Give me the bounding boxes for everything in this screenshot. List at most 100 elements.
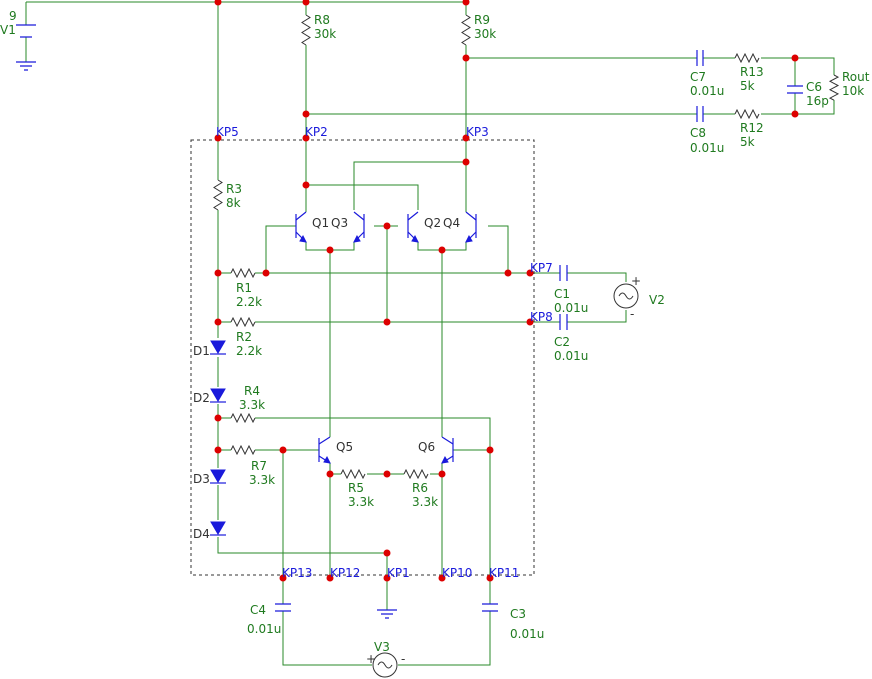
probe-kp11: KP11	[489, 566, 519, 580]
resistor-r9-symbol	[461, 14, 471, 46]
c2-name: C2	[554, 335, 570, 349]
resistor-r4-symbol	[230, 412, 256, 424]
probe-labels: KP5 KP2 KP3 KP7 KP8 KP13 KP12 KP1 KP10 K…	[216, 125, 553, 580]
capacitor-c2-symbol	[559, 314, 568, 330]
capacitor-c1-symbol	[559, 265, 568, 281]
r9-name: R9	[474, 13, 490, 27]
resistors	[213, 14, 840, 480]
q5-name: Q5	[336, 440, 353, 454]
v2-minus-sign: -	[630, 307, 634, 321]
diode-d1-symbol	[210, 340, 226, 355]
v1-value: 9	[9, 9, 17, 23]
c3-name: C3	[510, 607, 526, 621]
component-labels: 9 V1 R8 30k R9 30k C7 0.01u R13 5k C6 16…	[0, 9, 870, 666]
r1-name: R1	[236, 281, 252, 295]
probe-kp7: KP7	[530, 261, 553, 275]
transistor-q1-symbol	[295, 211, 307, 243]
c3-value: 0.01u	[510, 627, 544, 641]
resistor-r8-symbol	[301, 14, 311, 46]
r9-value: 30k	[474, 27, 496, 41]
r4-value: 3.3k	[239, 398, 265, 412]
q3-name: Q3	[331, 216, 348, 230]
probe-kp10: KP10	[442, 566, 472, 580]
r1-value: 2.2k	[236, 295, 262, 309]
transistor-q4-symbol	[465, 211, 477, 243]
resistor-r6-symbol	[403, 468, 429, 480]
c1-name: C1	[554, 287, 570, 301]
d1-name: D1	[193, 344, 210, 358]
capacitor-c7-symbol	[696, 50, 704, 66]
capacitors	[275, 50, 803, 612]
ac-source-v2-symbol	[613, 283, 639, 309]
diode-d2-symbol	[210, 388, 226, 403]
transistor-q3-symbol	[353, 211, 365, 243]
r12-value: 5k	[740, 135, 755, 149]
ac-source-v3-symbol	[372, 652, 398, 678]
r2-name: R2	[236, 330, 252, 344]
capacitor-c6-symbol	[787, 85, 803, 94]
junction-dots	[214, 0, 799, 582]
rout-name: Rout	[842, 70, 870, 84]
c6-value: 16p	[806, 94, 829, 108]
r6-name: R6	[412, 481, 428, 495]
probe-kp12: KP12	[330, 566, 360, 580]
resistor-r7-symbol	[230, 444, 256, 456]
c8-name: C8	[690, 126, 706, 140]
probe-kp1: KP1	[387, 566, 410, 580]
subcircuit-boundary	[190, 139, 535, 576]
transistor-q2-symbol	[407, 211, 419, 243]
r5-name: R5	[348, 481, 364, 495]
rout-value: 10k	[842, 84, 864, 98]
resistor-r2-symbol	[230, 316, 256, 328]
c2-value: 0.01u	[554, 349, 588, 363]
probe-kp2: KP2	[305, 125, 328, 139]
c1-value: 0.01u	[554, 301, 588, 315]
r13-value: 5k	[740, 79, 755, 93]
capacitor-c3-symbol	[482, 603, 498, 612]
resistor-rout-symbol	[828, 74, 840, 101]
c4-value: 0.01u	[247, 622, 281, 636]
c6-name: C6	[806, 80, 822, 94]
r12-name: R12	[740, 121, 764, 135]
r6-value: 3.3k	[412, 495, 438, 509]
q2-name: Q2	[424, 216, 441, 230]
resistor-r12-symbol	[734, 108, 760, 120]
ground-icon	[16, 61, 36, 71]
r8-value: 30k	[314, 27, 336, 41]
v2-plus-sign: +	[631, 274, 641, 288]
capacitor-c4-symbol	[275, 603, 291, 612]
r7-value: 3.3k	[249, 473, 275, 487]
diode-d3-symbol	[210, 469, 226, 484]
c8-value: 0.01u	[690, 141, 724, 155]
v1-name: V1	[0, 23, 16, 37]
v3-name: V3	[374, 640, 390, 654]
probe-kp5: KP5	[216, 125, 239, 139]
v3-minus-sign: -	[401, 652, 405, 666]
r3-name: R3	[226, 182, 242, 196]
q1-name: Q1	[312, 216, 329, 230]
resistor-r1-symbol	[230, 267, 256, 279]
transistor-q5-symbol	[318, 436, 331, 464]
r7-name: R7	[251, 459, 267, 473]
diode-d4-symbol	[210, 521, 226, 536]
r3-value: 8k	[226, 196, 241, 210]
wires	[25, 1, 835, 666]
c4-name: C4	[250, 603, 266, 617]
d3-name: D3	[193, 472, 210, 486]
q4-name: Q4	[443, 216, 460, 230]
d2-name: D2	[193, 391, 210, 405]
c7-value: 0.01u	[690, 84, 724, 98]
capacitor-c8-symbol	[696, 106, 704, 122]
d4-name: D4	[193, 527, 210, 541]
r13-name: R13	[740, 65, 764, 79]
resistor-r3-symbol	[213, 179, 223, 211]
probe-kp8: KP8	[530, 310, 553, 324]
r4-name: R4	[244, 384, 260, 398]
r2-value: 2.2k	[236, 344, 262, 358]
v2-name: V2	[649, 293, 665, 307]
resistor-r13-symbol	[734, 52, 760, 64]
v3-plus-sign: +	[366, 652, 376, 666]
c7-name: C7	[690, 70, 706, 84]
probe-kp3: KP3	[466, 125, 489, 139]
